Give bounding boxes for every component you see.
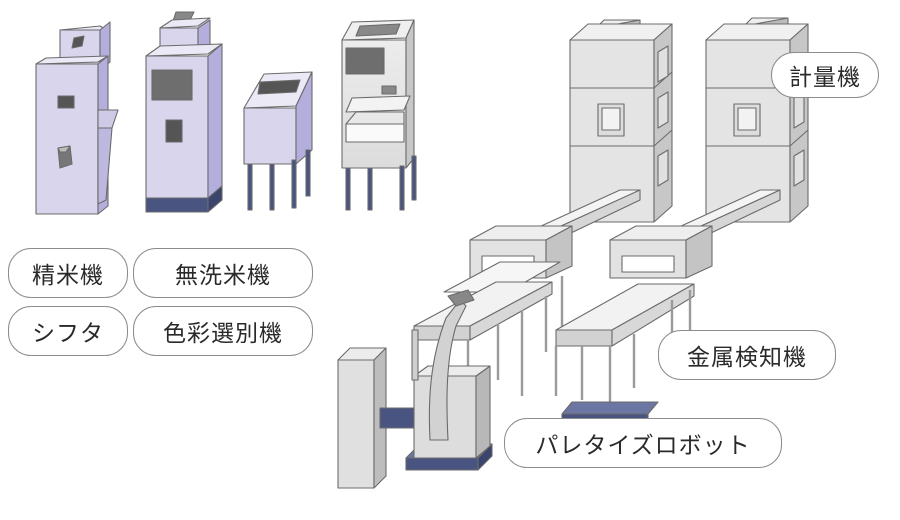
label-color-sorter: 色彩選別機: [133, 306, 313, 356]
sifter-machine: [35, 21, 119, 215]
label-rice-polisher: 精米機: [8, 248, 128, 298]
label-weigher: 計量機: [771, 52, 879, 98]
palletizing-robot: [337, 289, 493, 489]
label-sifter: シフタ: [8, 306, 128, 356]
wash-free-rice-machine: [145, 11, 223, 213]
color-sorter-machine: [341, 19, 417, 211]
conveyor-1: [413, 189, 641, 396]
label-wash-free-rice-machine: 無洗米機: [133, 248, 313, 298]
rice-polisher-machine: [243, 71, 313, 211]
weigher-tower-1: [569, 19, 673, 223]
label-palletizing-robot: パレタイズロボット: [504, 418, 782, 468]
weigher-tower-2: [705, 17, 809, 223]
label-metal-detector: 金属検知機: [658, 330, 836, 380]
conveyor-2: [554, 189, 781, 423]
